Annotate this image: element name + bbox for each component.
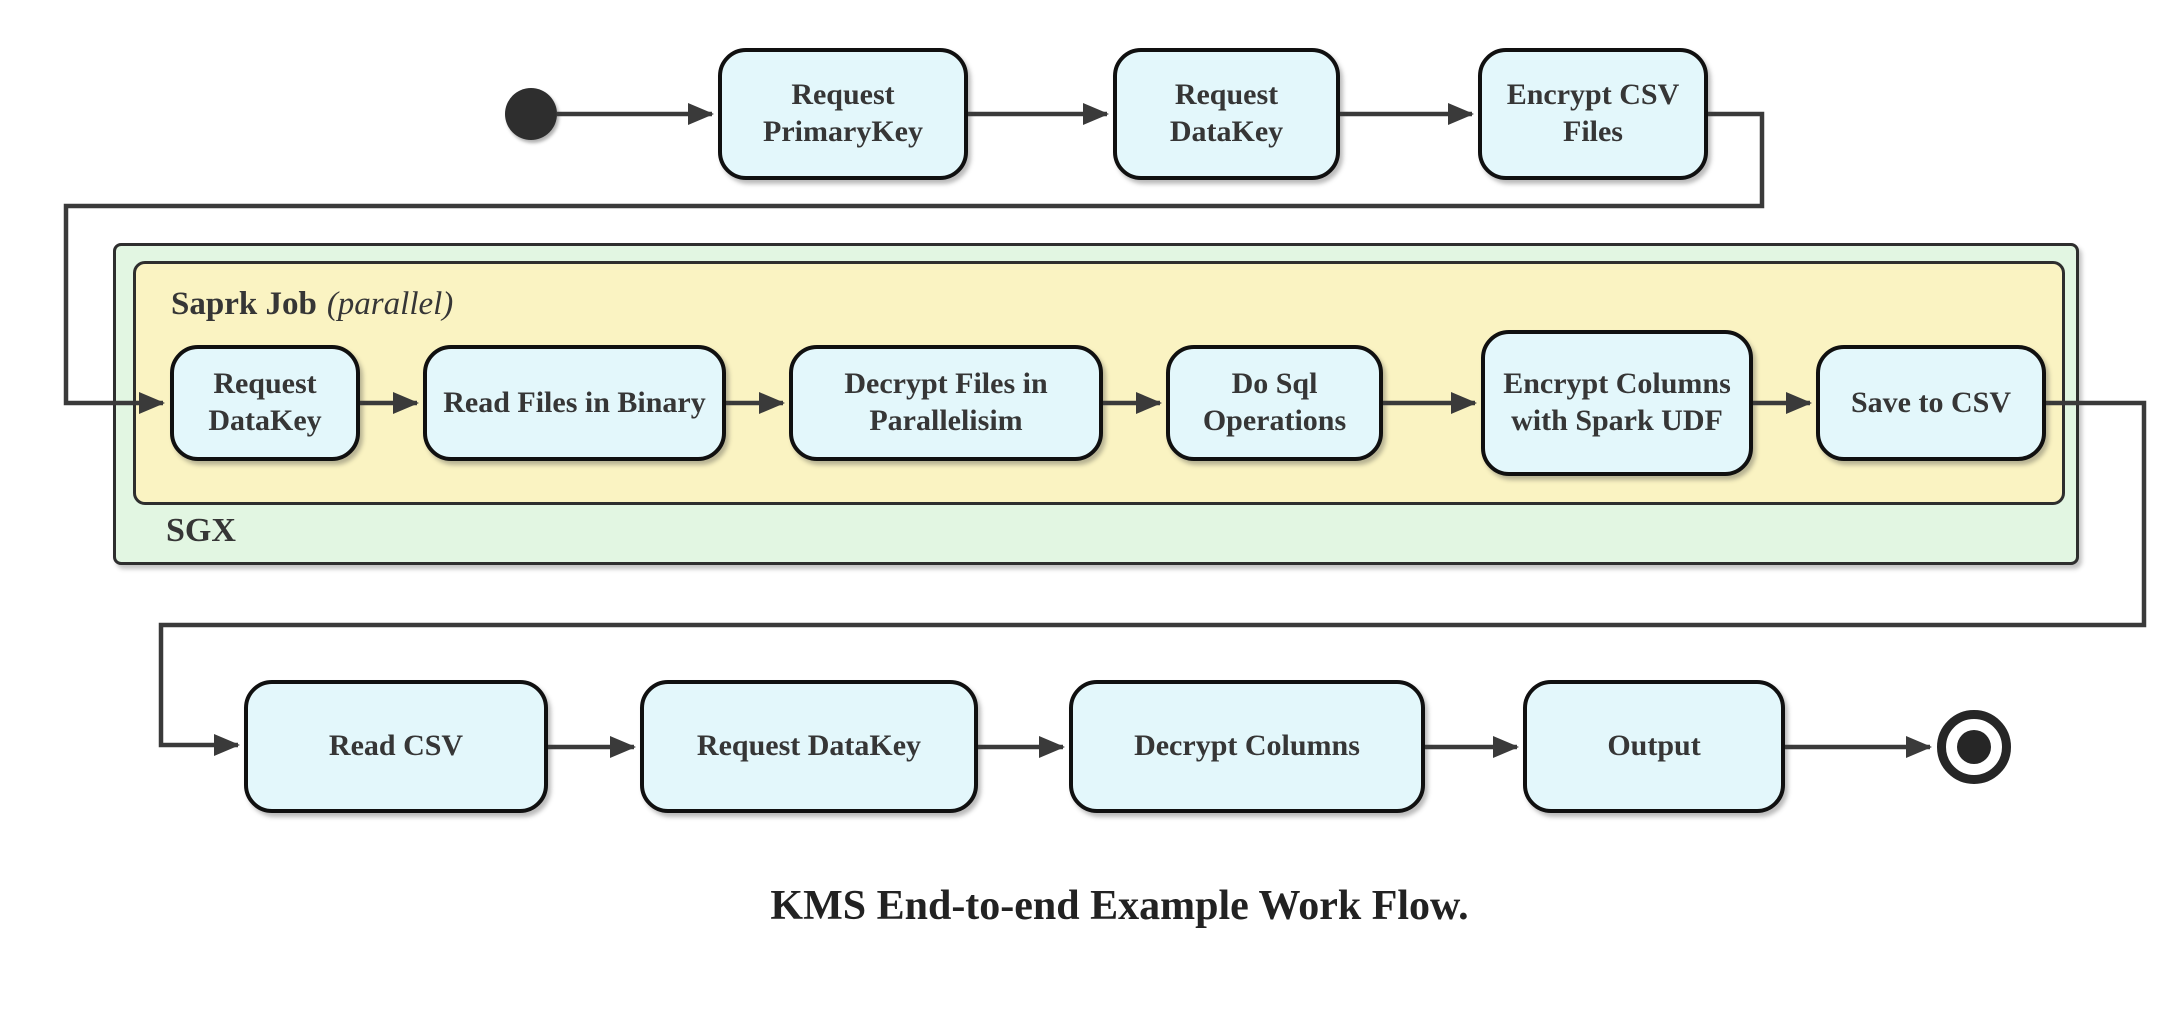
node-read-files-in-binary: Read Files in Binary [423,345,726,461]
node-request-primarykey: Request PrimaryKey [718,48,968,180]
final-state-inner-dot [1957,730,1991,764]
node-do-sql-operations: Do Sql Operations [1166,345,1383,461]
spark-job-label-bold: Saprk Job [171,286,317,322]
spark-job-label-italic: (parallel) [326,286,454,322]
node-save-to-csv: Save to CSV [1816,345,2046,461]
final-state-node [1937,710,2011,784]
node-request-datakey-spark: Request DataKey [170,345,360,461]
node-request-datakey-bottom: Request DataKey [640,680,978,813]
initial-state-node [505,88,557,140]
node-decrypt-columns: Decrypt Columns [1069,680,1425,813]
diagram-caption: KMS End-to-end Example Work Flow. [770,883,1469,929]
node-output: Output [1523,680,1785,813]
node-request-datakey-top: Request DataKey [1113,48,1340,180]
node-read-csv: Read CSV [244,680,548,813]
node-decrypt-files-in-parallelisim: Decrypt Files in Parallelisim [789,345,1103,461]
node-encrypt-columns-with-spark-udf: Encrypt Columns with Spark UDF [1481,330,1753,476]
spark-job-label: Saprk Job(parallel) [171,286,453,323]
node-encrypt-csv-files: Encrypt CSV Files [1478,48,1708,180]
sgx-label: SGX [166,512,236,549]
